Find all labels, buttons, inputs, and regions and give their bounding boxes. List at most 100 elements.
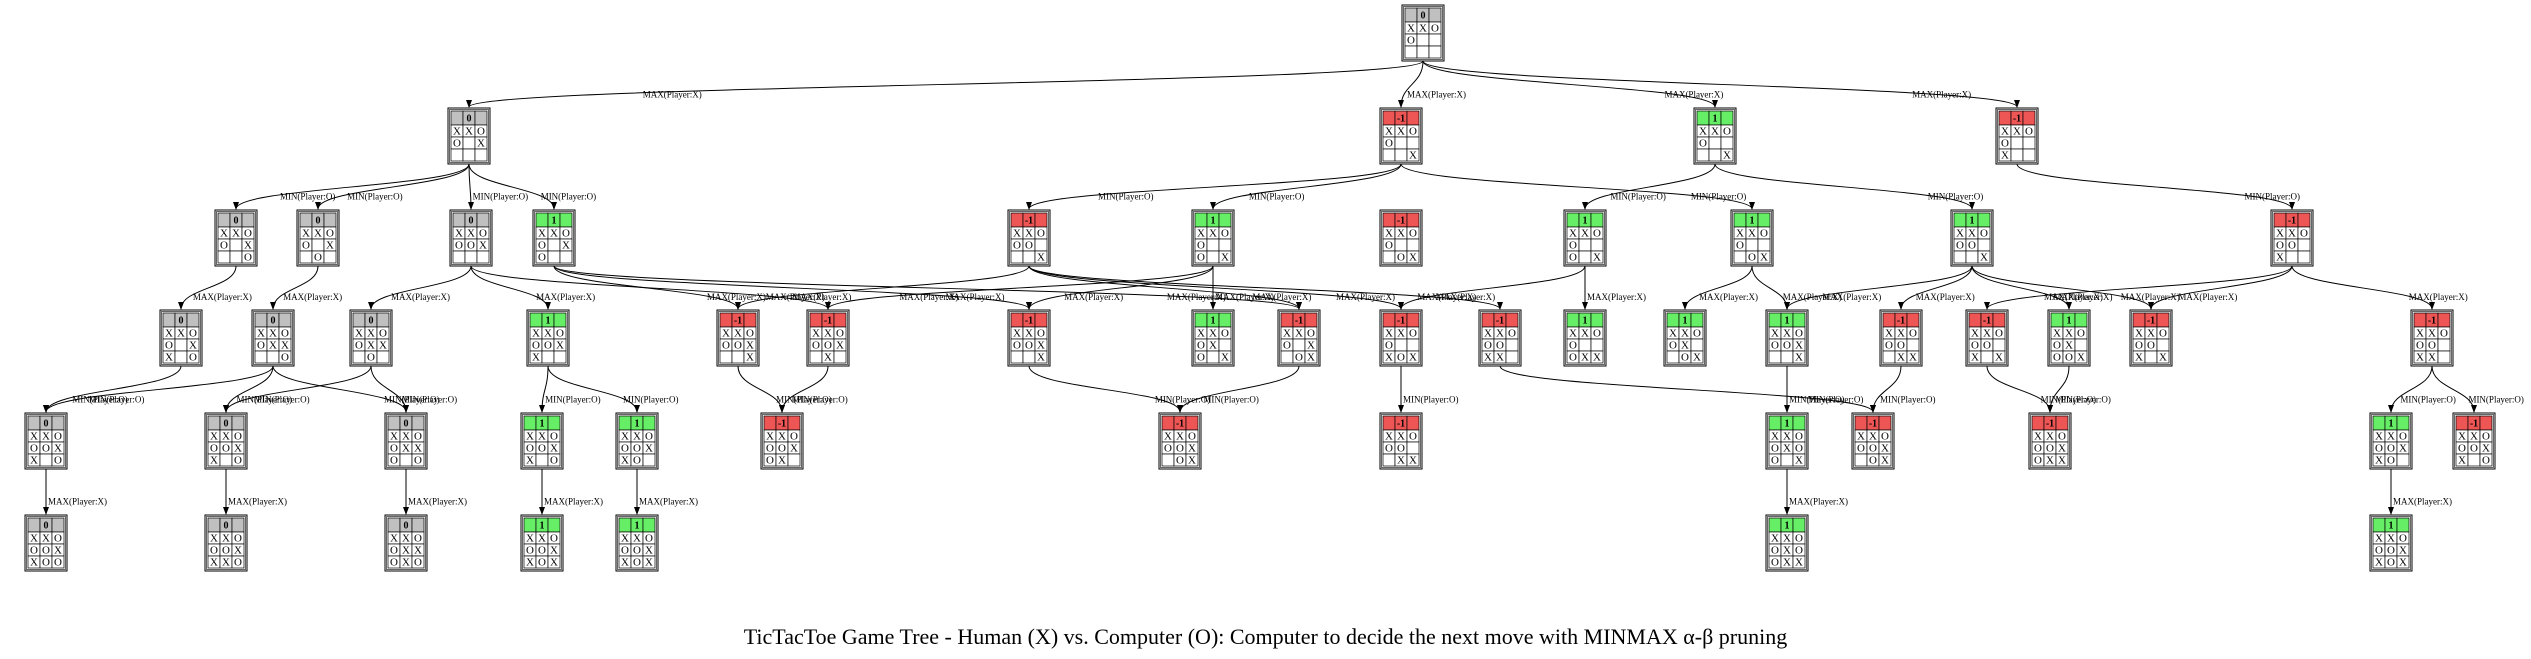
edge-label: MIN(Player:O) [1155, 395, 1211, 405]
x-mark: X [222, 533, 230, 545]
tree-edge [2148, 265, 2293, 310]
x-mark: X [402, 443, 410, 455]
x-mark: X [257, 328, 265, 340]
o-mark: O [1385, 340, 1393, 352]
o-mark: O [281, 352, 289, 364]
x-mark: X [2470, 431, 2478, 443]
x-mark: X [1783, 431, 1791, 443]
x-mark: X [556, 340, 564, 352]
x-mark: X [1385, 328, 1393, 340]
x-mark: X [210, 557, 218, 569]
score-cell [523, 415, 537, 431]
x-mark: X [402, 431, 410, 443]
x-mark: X [302, 228, 310, 240]
score-value: 0 [224, 521, 229, 532]
x-mark: X [479, 240, 487, 252]
o-mark: O [1508, 328, 1516, 340]
score-cell [387, 517, 401, 533]
o-mark: O [390, 545, 398, 557]
score-cell [642, 415, 656, 431]
board-cell [1161, 453, 1175, 467]
board-cell [1185, 453, 1199, 467]
score-value: -1 [2147, 316, 2155, 327]
board-cell [1992, 338, 2006, 352]
x-mark: X [1736, 228, 1744, 240]
board-cell [1980, 350, 1994, 364]
o-mark: O [1397, 352, 1405, 364]
o-mark: O [1736, 240, 1744, 252]
score-cell [2372, 415, 2386, 431]
board-cell [474, 148, 488, 162]
o-mark: O [210, 545, 218, 557]
board-node-inner-frame [1695, 109, 1735, 163]
board-cell [547, 238, 561, 252]
score-value: 1 [540, 419, 545, 430]
x-mark: X [465, 126, 473, 138]
edge-label: MIN(Player:O) [347, 192, 403, 202]
edge-label: MIN(Player:O) [236, 395, 292, 405]
o-mark: O [1385, 138, 1393, 150]
board-cell [2396, 453, 2410, 467]
x-mark: X [455, 228, 463, 240]
score-cell [1194, 212, 1208, 228]
score-value: 1 [1785, 419, 1790, 430]
tree-edge [2291, 265, 2435, 310]
o-mark: O [766, 443, 774, 455]
o-mark: O [538, 443, 546, 455]
edge-label: MIN(Player:O) [1808, 395, 1864, 405]
score-cell [1010, 212, 1024, 228]
x-mark: X [390, 431, 398, 443]
score-cell [547, 517, 561, 533]
board-node-inner-frame [1952, 211, 1992, 265]
board-cell [2437, 338, 2451, 352]
board-node-inner-frame [1565, 211, 1605, 265]
x-mark: X [1569, 228, 1577, 240]
board-cell [186, 350, 200, 364]
edge-label: MIN(Player:O) [1789, 395, 1845, 405]
board-node-inner-frame [386, 516, 426, 570]
x-mark: X [836, 340, 844, 352]
o-mark: O [1971, 340, 1979, 352]
o-mark: O [244, 228, 252, 240]
x-mark: X [550, 228, 558, 240]
x-mark: X [1209, 340, 1217, 352]
score-cell [1382, 110, 1396, 126]
o-mark: O [1013, 240, 1021, 252]
o-mark: O [414, 557, 422, 569]
o-mark: O [1795, 545, 1803, 557]
board-cell [311, 238, 325, 252]
x-mark: X [538, 533, 546, 545]
board-cell [2055, 453, 2069, 467]
tree-edge [368, 265, 472, 310]
x-mark: X [1209, 228, 1217, 240]
o-mark: O [550, 533, 558, 545]
board-node-inner-frame [1193, 311, 1233, 365]
board-cell [323, 250, 337, 264]
x-mark: X [54, 545, 62, 557]
board-cell [1708, 136, 1722, 150]
edge-label: MAX(Player:X) [283, 292, 342, 302]
tree-edge [1026, 163, 1402, 210]
score-cell [387, 415, 401, 431]
tree-edge [1984, 265, 2293, 310]
board-cell [1854, 453, 1868, 467]
board-node-inner-frame [2131, 311, 2171, 365]
x-mark: X [54, 443, 62, 455]
board-cell [642, 555, 656, 569]
o-mark: O [302, 240, 310, 252]
x-mark: X [1197, 328, 1205, 340]
o-mark: O [1569, 252, 1577, 264]
score-cell [618, 415, 632, 431]
score-cell [254, 312, 268, 328]
x-mark: X [222, 557, 230, 569]
score-cell [535, 212, 549, 228]
x-mark: X [2065, 340, 2073, 352]
